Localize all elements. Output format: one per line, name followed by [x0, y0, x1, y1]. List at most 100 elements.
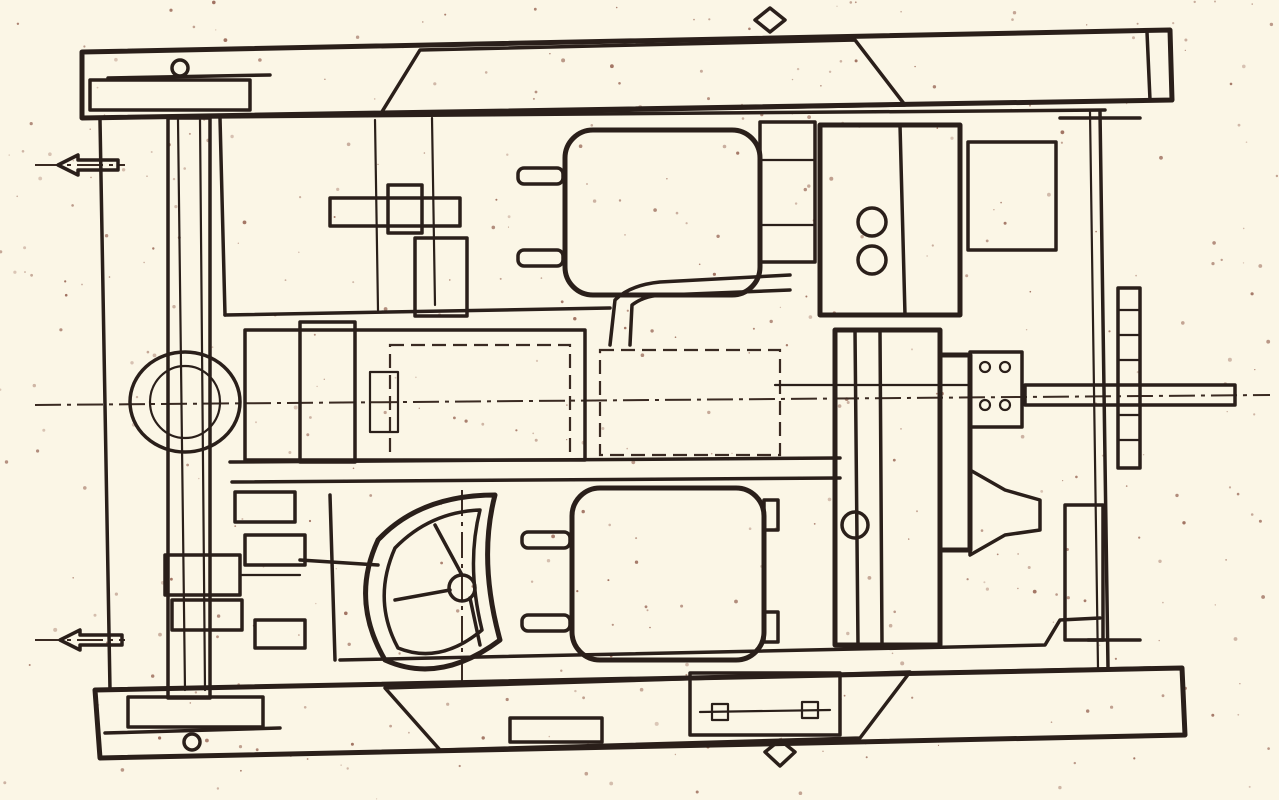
- paper-speckle: [900, 10, 902, 13]
- paper-speckle: [748, 527, 752, 530]
- paper-speckle: [1242, 262, 1245, 264]
- paper-speckle: [1028, 104, 1032, 107]
- paper-speckle: [534, 90, 538, 94]
- paper-speckle: [710, 452, 713, 455]
- paper-speckle: [383, 410, 387, 415]
- paper-speckle: [298, 251, 300, 254]
- paper-speckle: [631, 460, 636, 465]
- paper-speckle: [458, 764, 461, 768]
- paper-speckle: [192, 25, 196, 29]
- paper-speckle: [30, 273, 33, 277]
- paper-speckle: [456, 609, 460, 613]
- paper-speckle: [609, 781, 614, 786]
- paper-speckle: [481, 422, 485, 426]
- paper-speckle: [807, 115, 811, 119]
- paper-speckle: [608, 523, 611, 527]
- paper-speckle: [748, 352, 750, 354]
- paper-speckle: [90, 176, 92, 179]
- paper-speckle: [846, 401, 850, 404]
- paper-speckle: [680, 604, 684, 608]
- paper-speckle: [240, 769, 242, 772]
- paper-speckle: [560, 300, 564, 304]
- paper-speckle: [650, 329, 654, 333]
- paper-speckle: [16, 22, 20, 25]
- paper-speckle: [1220, 258, 1223, 262]
- paper-speckle: [515, 429, 518, 432]
- paper-speckle: [892, 458, 896, 462]
- paper-speckle: [707, 97, 710, 101]
- paper-speckle: [130, 361, 134, 365]
- paper-speckle: [151, 674, 155, 678]
- paper-speckle: [611, 623, 614, 626]
- paper-speckle: [398, 652, 401, 655]
- paper-speckle: [1086, 709, 1090, 713]
- paper-speckle: [309, 416, 312, 419]
- paper-speckle: [299, 196, 302, 199]
- paper-speckle: [255, 748, 259, 752]
- paper-speckle: [507, 215, 511, 219]
- paper-speckle: [453, 416, 456, 420]
- paper-speckle: [433, 82, 437, 86]
- paper-speckle: [865, 756, 868, 759]
- paper-speckle: [582, 696, 585, 700]
- paper-speckle: [83, 45, 86, 48]
- paper-speckle: [352, 281, 355, 284]
- paper-speckle: [1142, 454, 1145, 456]
- paper-speckle: [369, 494, 373, 497]
- flywheel-assembly: [832, 327, 1042, 648]
- paper-speckle: [333, 216, 336, 218]
- paper-speckle: [586, 183, 588, 185]
- paper-speckle: [805, 295, 808, 298]
- paper-speckle: [911, 696, 914, 699]
- paper-speckle: [104, 234, 109, 238]
- paper-speckle: [1011, 18, 1014, 21]
- paper-speckle: [158, 736, 162, 740]
- paper-speckle: [1214, 604, 1217, 606]
- paper-speckle: [53, 627, 58, 632]
- paper-speckle: [36, 449, 40, 453]
- paper-speckle: [1212, 241, 1216, 245]
- paper-speckle: [71, 204, 74, 207]
- paper-speckle: [212, 0, 216, 5]
- paper-speckle: [446, 702, 450, 706]
- paper-speckle: [791, 78, 794, 81]
- paper-speckle: [150, 151, 153, 153]
- paper-speckle: [422, 21, 424, 23]
- paper-speckle: [965, 274, 969, 278]
- paper-speckle: [1029, 290, 1032, 293]
- paper-speckle: [829, 176, 834, 181]
- paper-speckle: [1158, 559, 1162, 563]
- paper-speckle: [505, 697, 509, 702]
- paper-speckle: [346, 142, 351, 147]
- paper-speckle: [813, 523, 816, 525]
- paper-speckle: [708, 18, 711, 21]
- paper-speckle: [32, 383, 36, 388]
- paper-speckle: [716, 234, 720, 238]
- paper-speckle: [146, 350, 150, 354]
- paper-speckle: [932, 85, 937, 89]
- paper-speckle: [186, 463, 190, 467]
- paper-speckle: [491, 225, 496, 230]
- paper-speckle: [1226, 411, 1228, 413]
- paper-speckle: [854, 1, 857, 4]
- paper-speckle: [936, 127, 939, 129]
- paper-speckle: [590, 124, 594, 127]
- paper-speckle: [695, 790, 699, 794]
- paper-speckle: [722, 144, 727, 149]
- paper-speckle: [237, 242, 239, 244]
- paper-speckle: [152, 353, 157, 358]
- paper-speckle: [1214, 0, 1216, 3]
- engine-block: [608, 120, 1058, 347]
- paper-speckle: [1095, 230, 1097, 233]
- paper-speckle: [1269, 22, 1274, 27]
- paper-speckle: [615, 6, 618, 9]
- paper-speckle: [355, 35, 360, 39]
- paper-speckle: [169, 8, 173, 12]
- paper-speckle: [707, 410, 711, 415]
- paper-speckle: [16, 195, 19, 198]
- paper-speckle: [1055, 593, 1058, 596]
- bottom-frame-rail: [92, 665, 1188, 768]
- paper-speckle: [1229, 82, 1233, 86]
- top-frame-rail: [79, 6, 1175, 121]
- side-frame-members: [98, 110, 1110, 692]
